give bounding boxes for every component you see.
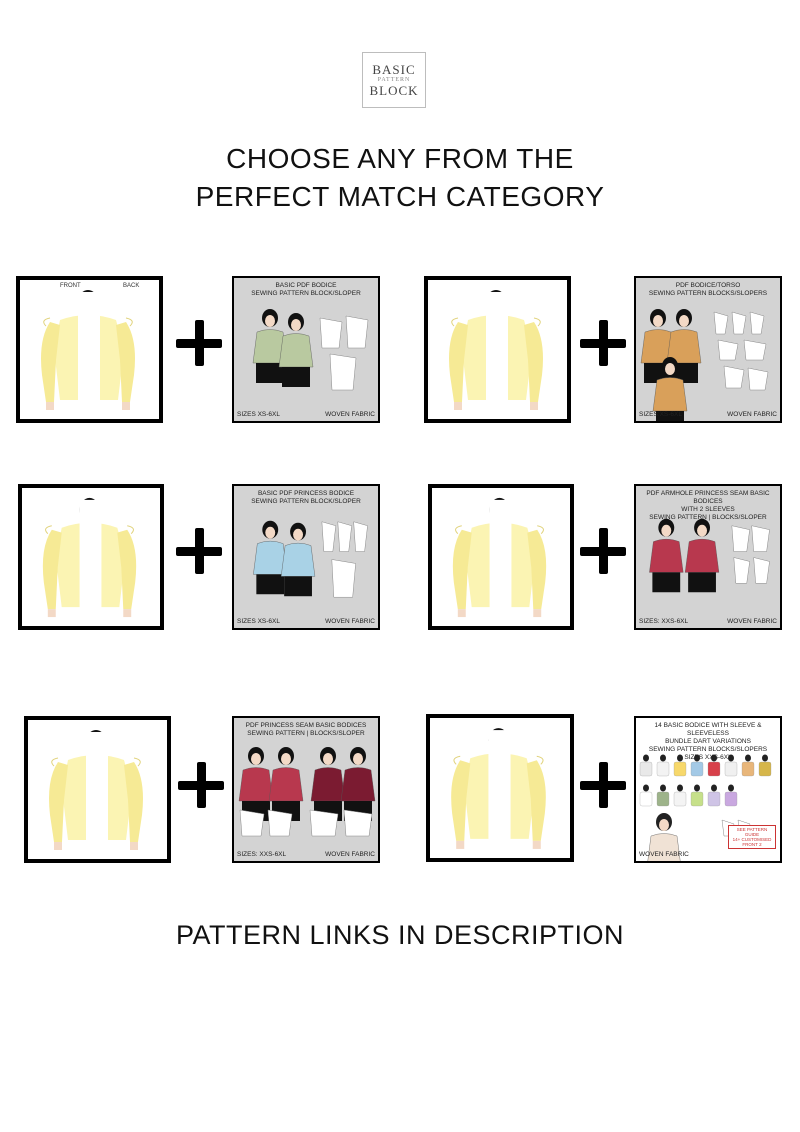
plus-icon bbox=[578, 526, 628, 576]
headline: CHOOSE ANY FROM THE PERFECT MATCH CATEGO… bbox=[0, 140, 800, 216]
back-label: BACK bbox=[123, 283, 140, 289]
card-sizes: SIZES XS-6XL bbox=[237, 618, 280, 625]
model-image-5 bbox=[24, 716, 171, 863]
card-sizes: SIZES: XXS-6XL bbox=[639, 618, 689, 625]
card-fabric: WOVEN FABRIC bbox=[325, 851, 375, 858]
model-image-2 bbox=[424, 276, 571, 423]
headline-line-2: PERFECT MATCH CATEGORY bbox=[195, 181, 605, 212]
card-fabric: WOVEN FABRIC bbox=[727, 618, 777, 625]
card-fabric: WOVEN FABRIC bbox=[727, 411, 777, 418]
bundle-tag-line-2: 14+ CUSTOMISED bbox=[732, 837, 772, 842]
pattern-card-2[interactable]: PDF BODICE/TORSO SEWING PATTERN BLOCKS/S… bbox=[634, 276, 782, 423]
pattern-card-5[interactable]: PDF PRINCESS SEAM BASIC BODICES SEWING P… bbox=[232, 716, 380, 863]
card-title: PDF ARMHOLE PRINCESS SEAM BASIC BODICES … bbox=[646, 490, 770, 521]
card-title: 14 BASIC BODICE WITH SLEEVE & SLEEVELESS… bbox=[648, 722, 768, 761]
plus-icon bbox=[578, 760, 628, 810]
plus-icon bbox=[174, 526, 224, 576]
card-fabric: WOVEN FABRIC bbox=[325, 618, 375, 625]
model-illustration bbox=[22, 488, 160, 626]
brand-logo: BASIC PATTERN BLOCK bbox=[362, 52, 426, 108]
card-fabric: WOVEN FABRIC bbox=[325, 411, 375, 418]
card-title: BASIC PDF PRINCESS BODICE SEWING PATTERN… bbox=[251, 490, 361, 505]
model-image-4 bbox=[428, 484, 574, 630]
model-illustration bbox=[20, 280, 159, 419]
card-fabric: WOVEN FABRIC bbox=[639, 851, 689, 858]
model-illustration bbox=[28, 720, 167, 859]
pattern-card-3[interactable]: BASIC PDF PRINCESS BODICE SEWING PATTERN… bbox=[232, 484, 380, 630]
model-image-6 bbox=[426, 714, 574, 862]
plus-icon bbox=[176, 760, 226, 810]
bundle-tag-line-1: SEE PATTERN GUIDE bbox=[736, 827, 768, 837]
card-title: PDF PRINCESS SEAM BASIC BODICES SEWING P… bbox=[245, 722, 367, 737]
pattern-preview-art bbox=[252, 309, 369, 391]
bundle-tag: SEE PATTERN GUIDE 14+ CUSTOMISED FRONT 2 bbox=[728, 825, 776, 849]
pattern-preview-art bbox=[238, 747, 376, 837]
model-illustration bbox=[430, 718, 570, 858]
logo-line-3: BLOCK bbox=[369, 83, 419, 98]
logo-line-2: PATTERN bbox=[377, 77, 411, 83]
model-image-3 bbox=[18, 484, 164, 630]
plus-icon bbox=[174, 318, 224, 368]
pattern-preview-art bbox=[649, 518, 770, 593]
plus-icon bbox=[578, 318, 628, 368]
card-title: BASIC PDF BODICE SEWING PATTERN BLOCK/SL… bbox=[251, 282, 361, 297]
pattern-card-1[interactable]: BASIC PDF BODICE SEWING PATTERN BLOCK/SL… bbox=[232, 276, 380, 423]
pattern-preview-art bbox=[640, 309, 769, 421]
card-sizes: SIZES XS-6XL bbox=[237, 411, 280, 418]
bundle-tag-line-3: FRONT 2 bbox=[742, 842, 762, 847]
card-title: PDF BODICE/TORSO SEWING PATTERN BLOCKS/S… bbox=[648, 282, 768, 297]
front-label: FRONT bbox=[60, 283, 81, 289]
card-sizes: SIZES: XXS-6XL bbox=[237, 851, 287, 858]
logo-line-1: BASIC bbox=[372, 62, 416, 77]
model-illustration bbox=[432, 488, 570, 626]
pattern-card-4[interactable]: PDF ARMHOLE PRINCESS SEAM BASIC BODICES … bbox=[634, 484, 782, 630]
headline-line-1: CHOOSE ANY FROM THE bbox=[226, 143, 574, 174]
footer-text: PATTERN LINKS IN DESCRIPTION bbox=[175, 920, 625, 950]
card-sizes: SIZES:XS-6XL bbox=[639, 411, 682, 418]
pattern-card-6[interactable]: 14 BASIC BODICE WITH SLEEVE & SLEEVELESS… bbox=[634, 716, 782, 863]
pattern-preview-art bbox=[253, 520, 368, 598]
model-illustration bbox=[428, 280, 567, 419]
model-image-1: FRONT BACK bbox=[16, 276, 163, 423]
